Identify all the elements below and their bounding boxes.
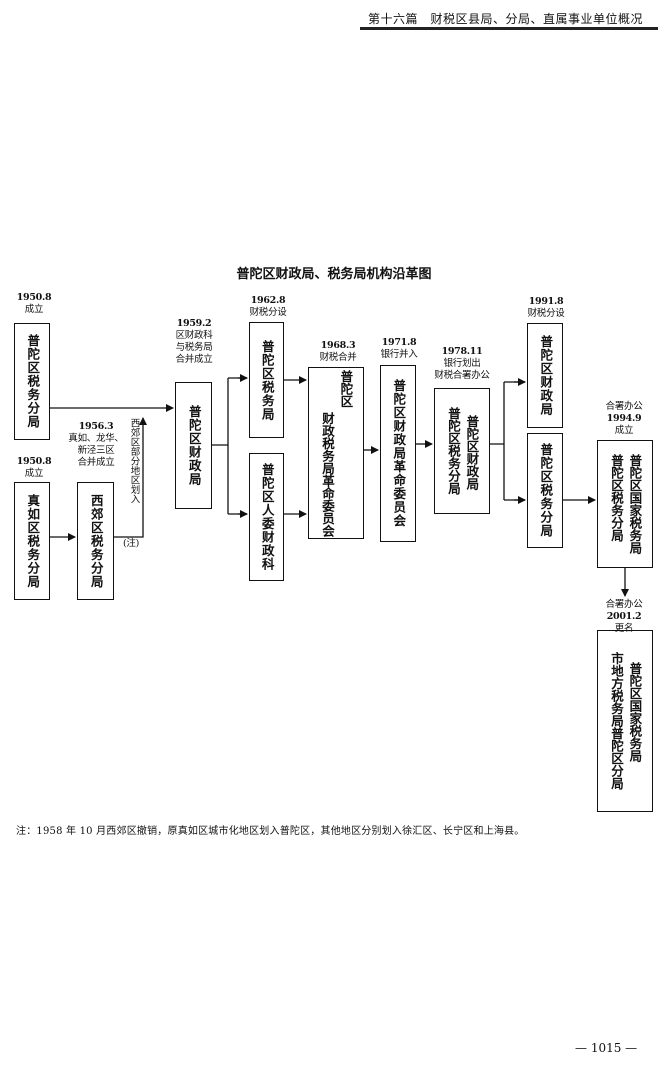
label-event: 成立 <box>614 425 634 436</box>
box-revcom-1968: 财政税务局革命委员会 普陀区 <box>308 367 364 539</box>
box-text-col2: 普陀区国家税务局 <box>627 662 643 763</box>
box-text: 普陀区税务分局 <box>25 334 41 429</box>
label-event: 银行并入 <box>380 349 418 360</box>
page-number: — 1015 — <box>575 1041 638 1055</box>
label-event: 合署办公 <box>605 599 643 610</box>
box-text: 普陀区人委财政科 <box>259 463 275 571</box>
box-national-tax-1994: 普陀区税务分局 普陀区国家税务局 <box>597 440 653 568</box>
label-date: 1950.8 <box>16 456 52 467</box>
label-event: 更名 <box>614 623 634 634</box>
label-event: 成立 <box>24 304 44 315</box>
label-event: 财税分设 <box>249 307 287 318</box>
label-event: 财税分设 <box>527 308 565 319</box>
box-text-col2: 普陀区财政局 <box>464 415 480 491</box>
label-1978: 1978.11 银行划出 财税合署办公 <box>426 346 498 382</box>
label-event: 财税合并 <box>319 352 357 363</box>
footnote: 注：1958 年 10 月西郊区撤销，原真如区城市化地区划入普陀区，其他地区分别… <box>16 826 525 837</box>
label-xijiao-transfer: 西郊区部分地区划入 <box>118 418 148 504</box>
label-1968: 1968.3 财税合并 <box>310 340 366 364</box>
label-1959: 1959.2 区财政科 与税务局 合并成立 <box>164 318 224 366</box>
label-transfer-text: 西郊区部分地区划入 <box>128 418 140 504</box>
label-event: 新泾三区 <box>77 445 115 456</box>
box-joint-office-1978: 普陀区税务分局 普陀区财政局 <box>434 388 490 514</box>
arrow-1959-to-split <box>212 377 247 515</box>
label-date: 1971.8 <box>381 337 417 348</box>
box-text-col1: 市地方税务局普陀区分局 <box>609 652 624 790</box>
box-putuo-finance-1959: 普陀区财政局 <box>175 382 212 509</box>
label-date: 1956.3 <box>78 421 114 432</box>
label-1950-putuo: 1950.8 成立 <box>14 292 54 316</box>
header-rule <box>360 27 658 30</box>
label-event: 财税合署办公 <box>434 370 490 381</box>
label-date: 1991.8 <box>528 296 564 307</box>
box-putuo-finance-1991: 普陀区财政局 <box>527 323 563 428</box>
label-date: 1959.2 <box>176 318 212 329</box>
label-event: 成立 <box>24 468 44 479</box>
label-event: 银行划出 <box>443 358 481 369</box>
box-text: 真如区税务分局 <box>25 493 41 589</box>
box-text-col2: 普陀区国家税务局 <box>627 454 643 554</box>
label-date: 1994.9 <box>606 413 642 424</box>
label-1994: 合署办公 1994.9 成立 <box>596 401 652 437</box>
label-date: 1962.8 <box>250 295 286 306</box>
label-event: 合并成立 <box>175 354 213 365</box>
label-1950-zhenru: 1950.8 成立 <box>14 456 54 480</box>
label-event: 真如、龙华、 <box>68 433 124 444</box>
label-event: 区财政科 <box>175 330 213 341</box>
label-1991: 1991.8 财税分设 <box>518 296 574 320</box>
label-date: 1968.3 <box>320 340 356 351</box>
box-text-col1: 普陀区税务分局 <box>609 454 624 542</box>
label-date: 2001.2 <box>606 611 642 622</box>
box-text: 普陀区财政局革命委员会 <box>391 379 407 528</box>
box-text: 西郊区税务分局 <box>88 493 104 589</box>
box-putuo-tax-branch-1991: 普陀区税务分局 <box>527 433 563 548</box>
diagram-title: 普陀区财政局、税务局机构沿革图 <box>236 267 432 282</box>
box-text-col1: 普陀区税务分局 <box>446 407 461 495</box>
box-text: 普陀区税务局 <box>259 339 275 421</box>
label-date: 1978.11 <box>441 346 483 357</box>
box-text-col1: 普陀区 <box>338 369 354 408</box>
box-putuo-people-finance: 普陀区人委财政科 <box>249 453 284 581</box>
box-text: 普陀区财政局 <box>186 405 202 486</box>
box-text: 普陀区财政局 <box>538 335 554 416</box>
arrow-1978-split <box>490 381 525 501</box>
label-event: 与税务局 <box>175 342 213 353</box>
box-zhenru-tax-branch-1950: 真如区税务分局 <box>14 482 50 600</box>
box-revcom-1971: 普陀区财政局革命委员会 <box>380 365 416 542</box>
label-1971: 1971.8 银行并入 <box>372 337 426 361</box>
label-date: 1950.8 <box>16 292 52 303</box>
arrow-xijiao-to-1959 <box>114 417 147 538</box>
label-1956: 1956.3 真如、龙华、 新泾三区 合并成立 <box>60 421 132 469</box>
label-1962: 1962.8 财税分设 <box>240 295 296 319</box>
box-putuo-tax-branch-1950: 普陀区税务分局 <box>14 323 50 440</box>
box-xijiao-tax-branch-1956: 西郊区税务分局 <box>77 482 114 600</box>
page-header: 第十六篇 财税区县局、分局、直属事业单位概况 <box>368 12 644 26</box>
label-event: 合并成立 <box>77 457 115 468</box>
label-2001: 合署办公 2001.2 更名 <box>596 599 652 635</box>
box-local-tax-2001: 市地方税务局普陀区分局 普陀区国家税务局 <box>597 630 653 812</box>
box-putuo-tax-1962: 普陀区税务局 <box>249 322 284 438</box>
label-xijiao-note: (注) <box>122 538 139 549</box>
box-text: 普陀区税务分局 <box>538 443 554 538</box>
box-text-col2: 财政税务局革命委员会 <box>320 411 335 537</box>
label-event: 合署办公 <box>605 401 643 412</box>
